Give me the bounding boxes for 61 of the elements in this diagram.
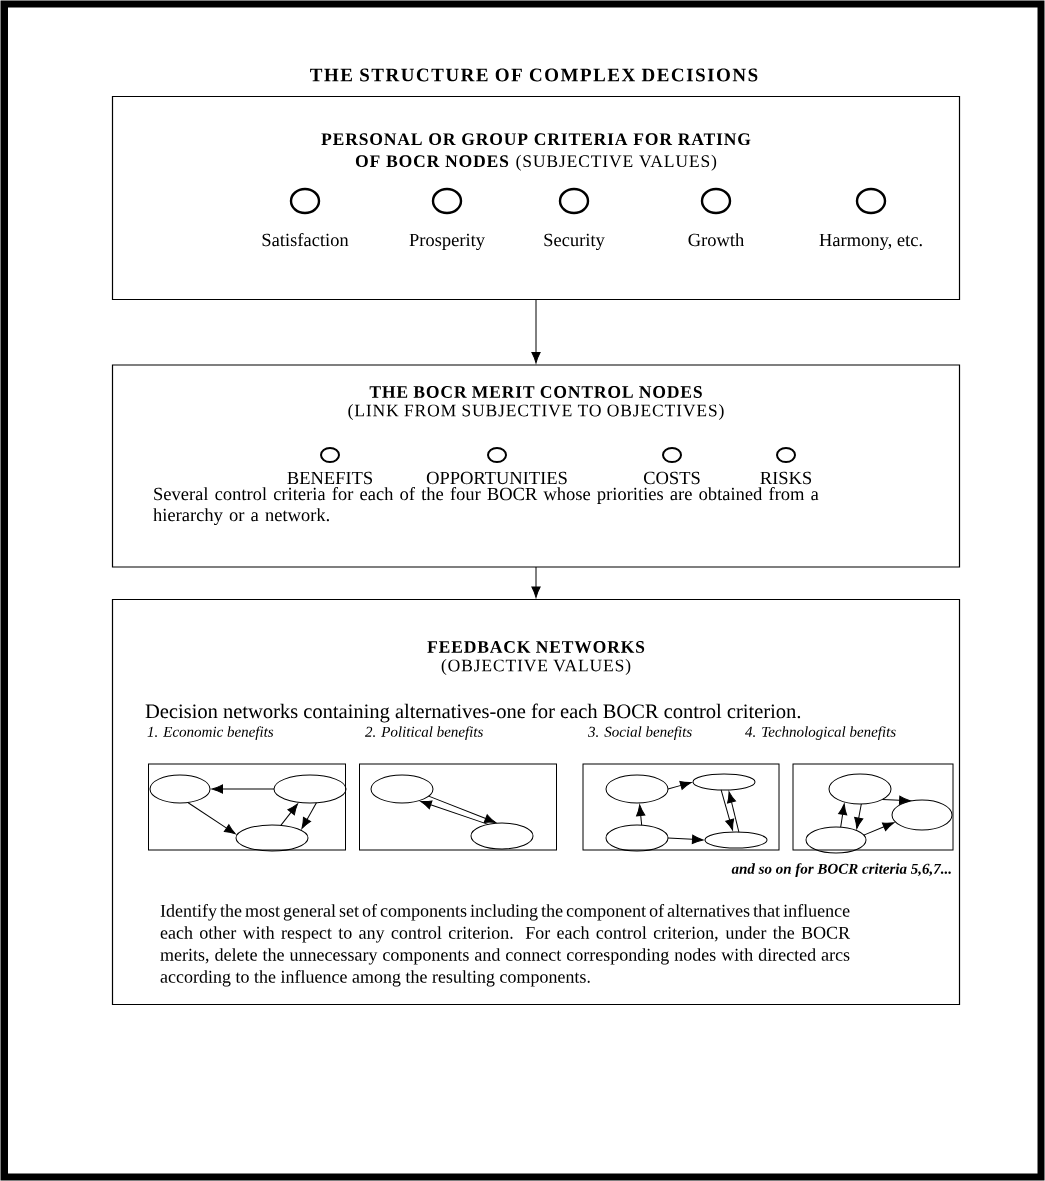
network-label: 3. Social benefits bbox=[588, 726, 692, 740]
ellipse-node bbox=[370, 774, 434, 804]
ellipse-node bbox=[805, 826, 867, 854]
node-label: Harmony, etc. bbox=[819, 233, 922, 250]
node-label: Security bbox=[544, 233, 605, 250]
arrow bbox=[531, 566, 541, 598]
node-label: OPPORTUNITIES bbox=[426, 471, 567, 485]
node-label: COSTS bbox=[643, 471, 700, 485]
circle-node: Satisfaction bbox=[262, 187, 349, 247]
ellipse-node bbox=[692, 773, 756, 791]
arrow bbox=[863, 822, 895, 836]
ellipse-node bbox=[828, 773, 892, 805]
circle-node: RISKS bbox=[760, 447, 812, 485]
heading: (LINK FROM SUBJECTIVE TO OBJECTIVES) bbox=[348, 404, 724, 420]
node-label: Prosperity bbox=[409, 233, 485, 250]
arrow bbox=[881, 795, 911, 805]
network-label: 2. Political benefits bbox=[365, 726, 483, 740]
paragraph: Identify the most general set of components including the component of alternatives that influence each other with respect to any control criterion. For each control criterion, under the BOCR merits, delete the unnecessary components and connect corresponding nodes with directed arcs according to the influence among the resulting components. bbox=[160, 904, 851, 987]
heading: PERSONAL OR GROUP CRITERIA FOR RATING OF BOCR NODES (SUBJECTIVE VALUES) bbox=[321, 133, 751, 171]
circle-node: OPPORTUNITIES bbox=[426, 447, 567, 485]
arrow bbox=[531, 299, 541, 364]
arrow bbox=[301, 802, 317, 829]
title: THE STRUCTURE OF COMPLEX DECISIONS bbox=[310, 68, 758, 82]
heading: (OBJECTIVE VALUES) bbox=[441, 659, 631, 675]
arrow bbox=[854, 803, 864, 829]
circle-node: BENEFITS bbox=[287, 447, 373, 485]
arrow bbox=[636, 804, 646, 826]
node-label: Growth bbox=[688, 233, 745, 247]
heading: THE BOCR MERIT CONTROL NODES bbox=[369, 386, 702, 398]
circle-node: Security bbox=[544, 187, 605, 250]
ellipse-node bbox=[470, 822, 534, 850]
circle-node: Harmony, etc. bbox=[819, 187, 922, 250]
network-label: 1. Economic benefits bbox=[147, 726, 274, 740]
arrow bbox=[720, 789, 735, 831]
note: and so on for BOCR criteria 5,6,7... bbox=[731, 863, 951, 877]
arrow bbox=[428, 795, 496, 823]
arrow bbox=[667, 834, 704, 844]
ellipse-node bbox=[704, 831, 768, 849]
ellipse-node bbox=[891, 799, 953, 831]
ellipse-node bbox=[149, 774, 211, 804]
arrow bbox=[280, 803, 299, 826]
network-label: 4. Technological benefits bbox=[745, 726, 896, 740]
ellipse-node bbox=[273, 774, 347, 804]
ellipse-node bbox=[605, 774, 669, 804]
node-label: BENEFITS bbox=[287, 471, 373, 485]
paragraph: Decision networks containing alternatives-one for each BOCR control criterion. bbox=[145, 703, 801, 723]
heading: FEEDBACK NETWORKS bbox=[427, 641, 645, 653]
arrow bbox=[727, 791, 740, 833]
node-label: RISKS bbox=[760, 471, 812, 485]
node-label: Satisfaction bbox=[262, 232, 349, 247]
arrow bbox=[838, 803, 848, 828]
circle-node: Prosperity bbox=[409, 187, 485, 250]
paragraph: Several control criteria for each of the four BOCR whose priorities are obtained from a hierarchy or a network. bbox=[153, 487, 819, 526]
ellipse-node bbox=[235, 824, 309, 852]
arrow bbox=[187, 802, 236, 835]
arrow bbox=[667, 780, 692, 790]
arrow bbox=[420, 800, 489, 825]
arrow bbox=[211, 784, 275, 794]
ellipse-node bbox=[605, 824, 669, 852]
circle-node: COSTS bbox=[643, 447, 700, 485]
circle-node: Growth bbox=[688, 187, 744, 247]
